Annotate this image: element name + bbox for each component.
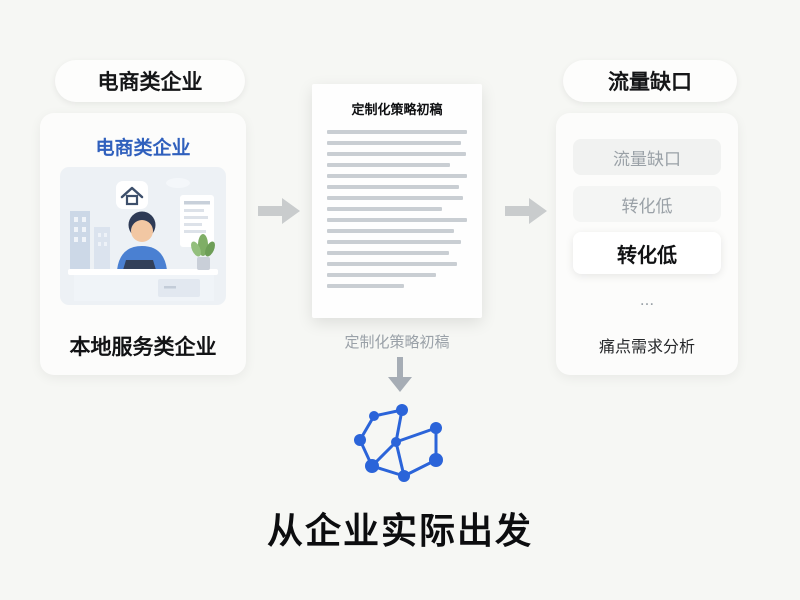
down-arrow-icon xyxy=(388,357,412,398)
document-caption: 定制化策略初稿 xyxy=(344,334,450,351)
pain-point-item-ellipsis: ... xyxy=(639,290,655,309)
right-pill-text: 流量缺口 xyxy=(608,71,692,94)
flow-arrow-right-icon xyxy=(258,197,300,230)
flow-arrow-right-icon xyxy=(505,197,547,230)
ecommerce-enterprise-card: 电商类企业 xyxy=(40,113,246,375)
pain-point-item: 流量缺口 xyxy=(573,139,721,175)
card-caption: 本地服务类企业 xyxy=(69,336,217,359)
document-lines xyxy=(312,118,482,288)
document-title: 定制化策略初稿 xyxy=(351,102,443,117)
network-graph-icon xyxy=(352,402,448,491)
workspace-illustration xyxy=(60,167,226,305)
left-pill-label: 电商类企业 xyxy=(55,60,245,102)
right-pill-label: 流量缺口 xyxy=(563,60,737,102)
pain-points-card: 流量缺口 转化低 转化低 ... 痛点需求分析 xyxy=(556,113,738,375)
pain-point-item: 转化低 xyxy=(573,186,721,222)
left-pill-text: 电商类企业 xyxy=(97,71,203,94)
card-caption: 痛点需求分析 xyxy=(598,339,695,356)
card-title: 电商类企业 xyxy=(95,138,191,159)
strategy-document: 定制化策略初稿 xyxy=(312,84,482,318)
headline: 从企业实际出发 xyxy=(266,510,533,551)
workspace-illustration-svg xyxy=(60,167,226,305)
pain-point-item-highlighted: 转化低 xyxy=(573,232,721,274)
